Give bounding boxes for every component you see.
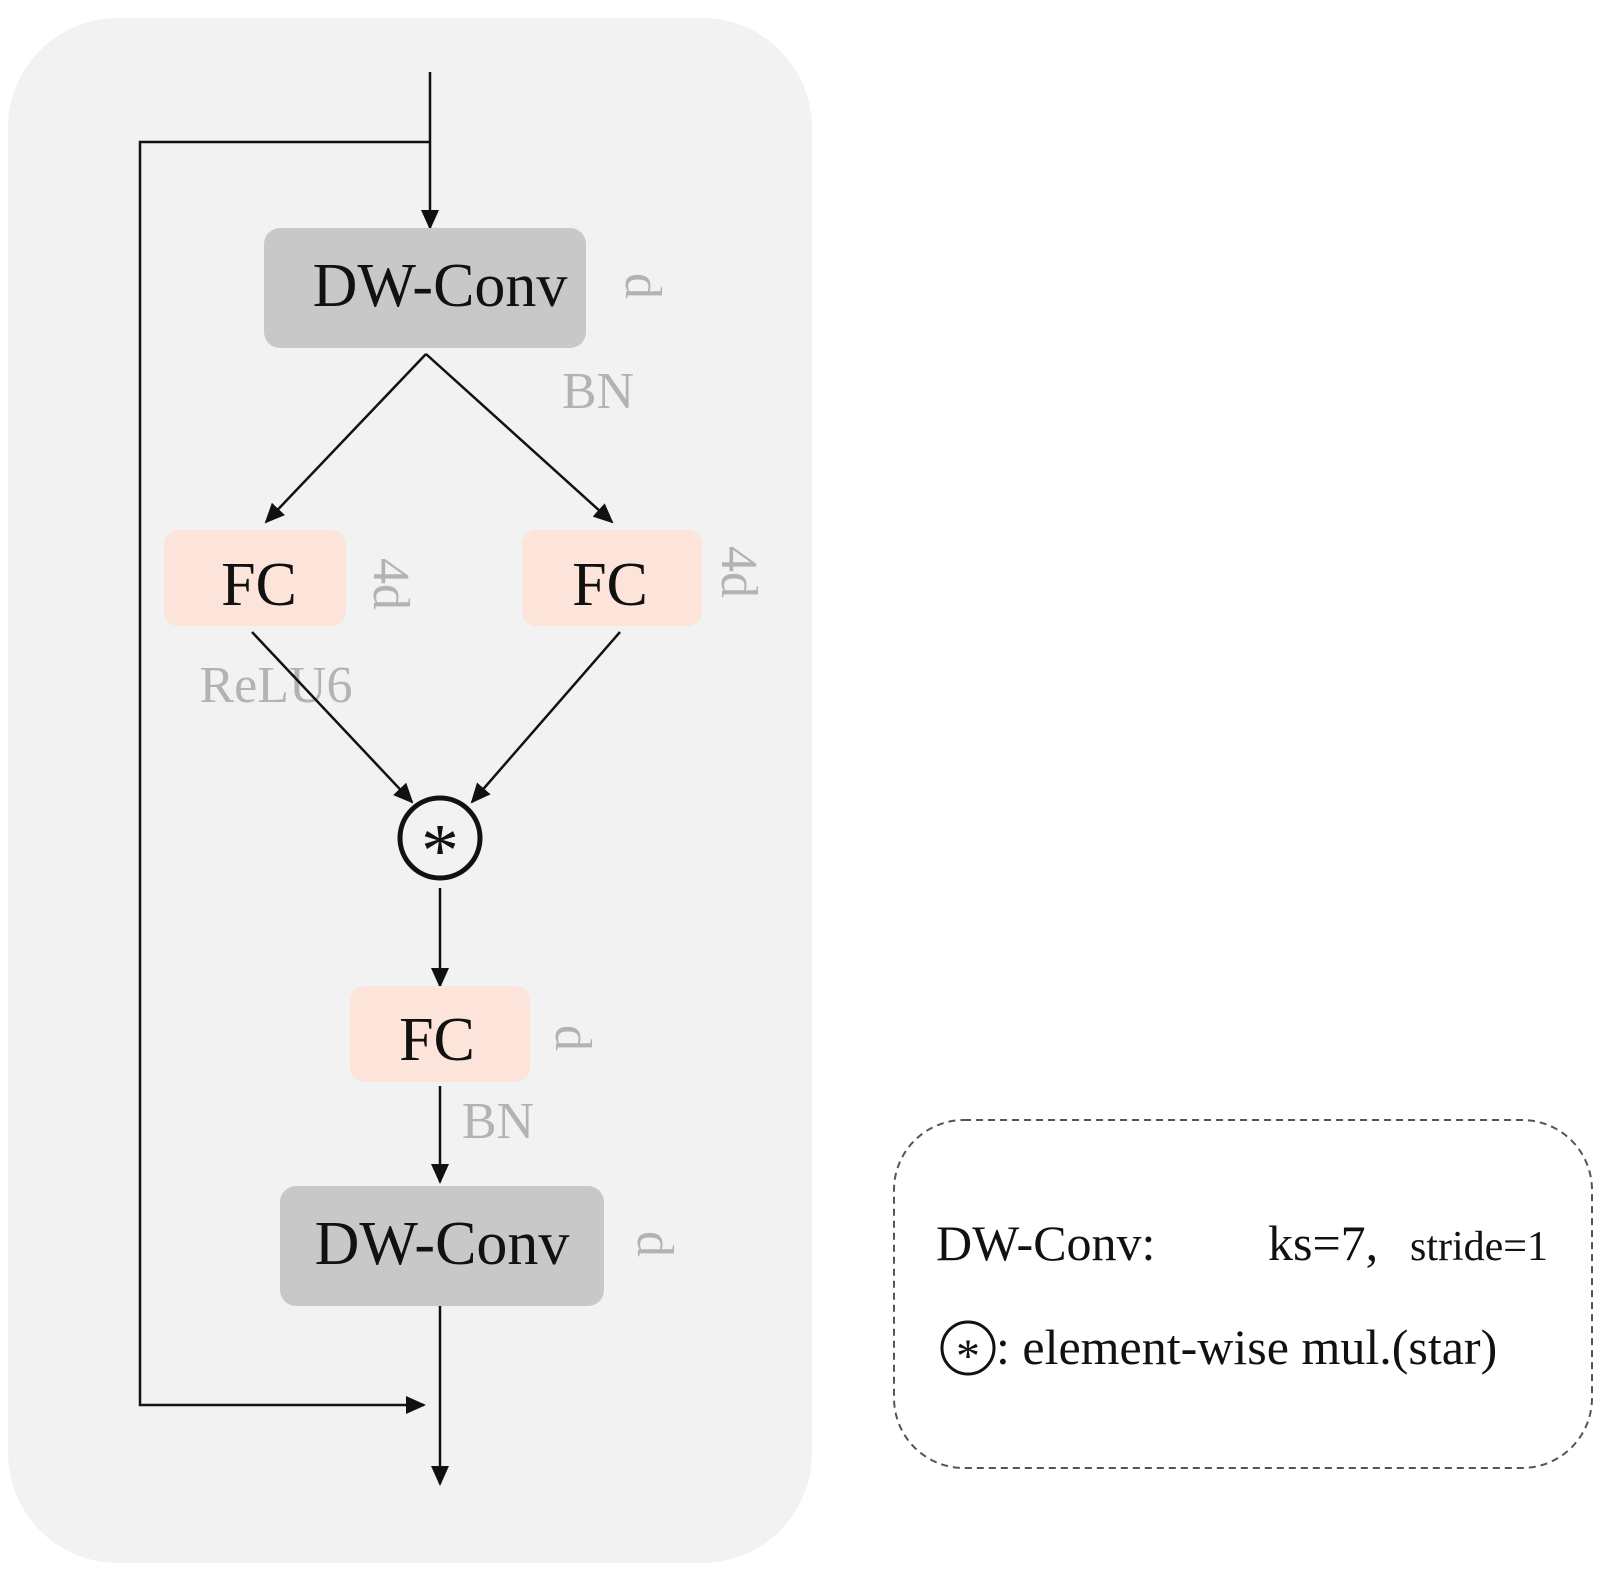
fc-bottom-norm: BN <box>462 1093 534 1150</box>
arrow-dwconv-to-fc-right <box>425 353 614 524</box>
fc-right-label: FC <box>572 551 648 619</box>
dwconv-bottom-label: DW-Conv <box>315 1210 570 1278</box>
arrow-fc-left-to-star <box>251 631 414 804</box>
arrow-fc-right-to-star <box>470 631 621 804</box>
legend-dwconv-key: DW-Conv: <box>936 1215 1155 1271</box>
legend-box: DW-Conv: ks=7, stride=1 * : element-wise… <box>893 1119 1593 1469</box>
dwconv-bottom-block: DW-Conv <box>280 1186 604 1306</box>
dwconv-top-label: DW-Conv <box>313 252 568 320</box>
legend-dwconv-ks: ks=7, <box>1268 1215 1378 1271</box>
dwconv-bottom-dim: d <box>626 1231 683 1257</box>
fc-bottom-label: FC <box>399 1006 475 1074</box>
fc-left-dim: 4d <box>362 558 419 610</box>
dwconv-top-dim: d <box>614 273 671 299</box>
legend-star-circle <box>940 1320 996 1376</box>
dwconv-top-block: DW-Conv <box>264 228 586 348</box>
fc-bottom-block: FC <box>350 986 530 1082</box>
fc-left-activation: ReLU6 <box>199 657 352 714</box>
legend-star-symbol: * <box>956 1330 980 1383</box>
fc-right-dim: 4d <box>710 546 767 598</box>
legend-star-desc: : element-wise mul.(star) <box>996 1319 1497 1375</box>
star-operator: * <box>397 795 483 893</box>
fc-right-block: FC <box>522 530 702 626</box>
dwconv-top-norm: BN <box>562 363 634 420</box>
arrow-dwconv-to-fc-left <box>264 353 427 524</box>
star-symbol: * <box>421 809 459 893</box>
skip-connection <box>138 140 430 1414</box>
fc-left-label: FC <box>221 551 297 619</box>
legend-dwconv-stride: stride=1 <box>1410 1224 1548 1270</box>
fc-bottom-dim: d <box>544 1025 601 1051</box>
fc-left-block: FC <box>164 530 346 626</box>
